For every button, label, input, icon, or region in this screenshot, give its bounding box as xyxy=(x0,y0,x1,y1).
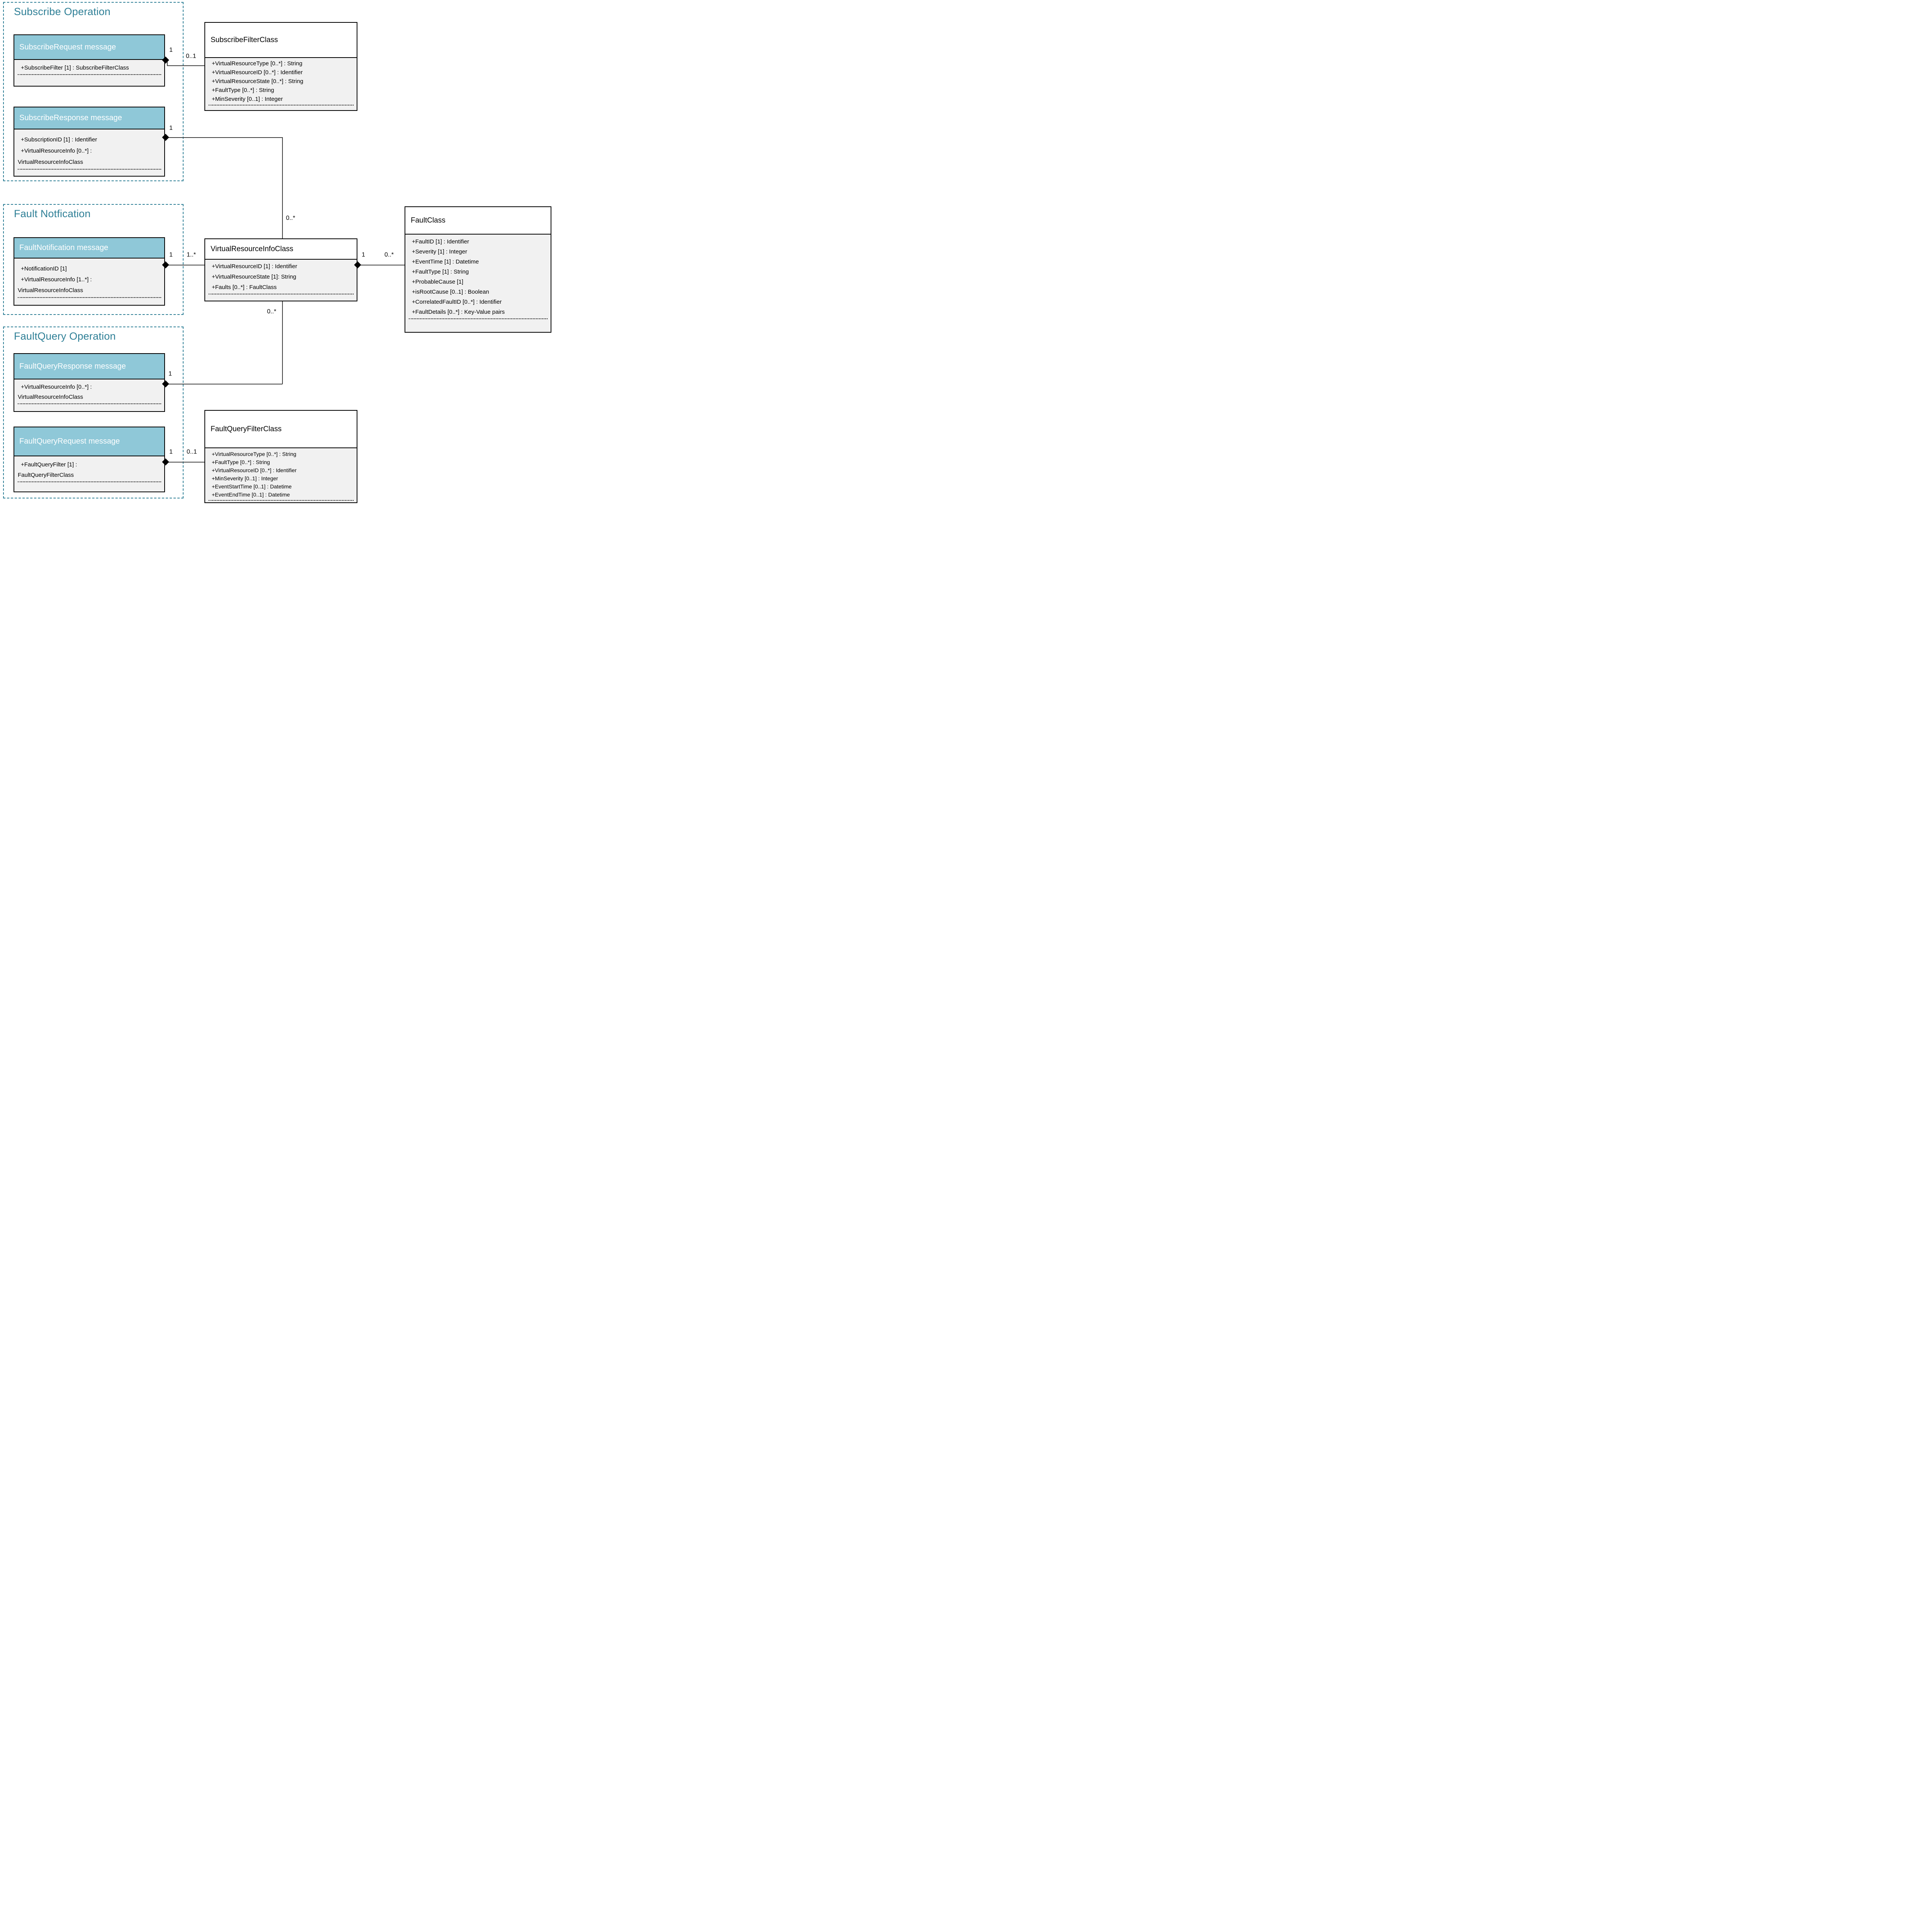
subscribe-filter-class-box: SubscribeFilterClass +VirtualResourceTyp… xyxy=(204,22,357,111)
attribute-separator xyxy=(18,169,161,170)
attribute: +MinSeverity [0..1] : Integer xyxy=(212,475,278,481)
box-title: SubscribeRequest message xyxy=(19,43,116,51)
subscribe-response-header: SubscribeResponse message xyxy=(14,107,164,129)
attribute: +VirtualResourceID [0..*] : Identifier xyxy=(212,467,297,473)
attribute-separator xyxy=(209,500,354,501)
subscribe-request-message-box: SubscribeRequest message +SubscribeFilte… xyxy=(14,34,165,87)
group-title-fault-notification: Fault Notfication xyxy=(14,208,91,219)
attribute: +isRootCause [0..1] : Boolean xyxy=(412,289,489,295)
attribute-separator xyxy=(18,297,161,298)
multiplicity-label: 0..* xyxy=(384,252,394,258)
multiplicity-label: 1 xyxy=(169,449,173,455)
attribute: +EventStartTime [0..1] : Datetime xyxy=(212,483,292,490)
attribute: +FaultType [0..*] : String xyxy=(212,87,274,94)
multiplicity-label: 0..1 xyxy=(186,53,196,60)
fault-class-box: FaultClass +FaultID [1] : Identifier +Se… xyxy=(405,206,551,333)
attribute-separator xyxy=(18,74,161,75)
box-title: FaultQueryResponse message xyxy=(19,362,126,371)
attribute: +VirtualResourceInfo [1..*] : xyxy=(21,276,92,283)
attribute: +VirtualResourceID [1] : Identifier xyxy=(212,263,298,270)
attribute: +FaultID [1] : Identifier xyxy=(412,238,469,245)
attribute: +EventTime [1] : Datetime xyxy=(412,259,479,265)
multiplicity-label: 1 xyxy=(169,125,173,131)
subscribe-request-header: SubscribeRequest message xyxy=(14,35,164,60)
box-title: SubscribeFilterClass xyxy=(211,36,278,44)
group-subscribe-operation: Subscribe Operation xyxy=(3,2,184,181)
attribute: FaultQueryFilterClass xyxy=(18,472,74,478)
attribute: +MinSeverity [0..1] : Integer xyxy=(212,96,283,102)
fault-notification-message-box: FaultNotification message +NotificationI… xyxy=(14,237,165,306)
attribute: +VirtualResourceType [0..*] : String xyxy=(212,60,303,67)
attribute-separator xyxy=(18,403,161,404)
multiplicity-label: 1 xyxy=(169,252,173,258)
attribute: +SubscriptionID [1] : Identifier xyxy=(21,136,97,143)
multiplicity-label: 1 xyxy=(169,47,173,53)
multiplicity-label: 0..1 xyxy=(187,449,197,455)
connector-line xyxy=(167,137,282,138)
virtual-resource-info-class-title: VirtualResourceInfoClass xyxy=(205,239,357,260)
multiplicity-label: 0..* xyxy=(267,308,277,315)
attribute: +VirtualResourceType [0..*] : String xyxy=(212,451,296,457)
connector-line xyxy=(282,137,283,238)
attribute: +Severity [1] : Integer xyxy=(412,248,467,255)
connector-line xyxy=(282,301,283,384)
attribute-separator xyxy=(18,481,161,482)
virtual-resource-info-class-box: VirtualResourceInfoClass +VirtualResourc… xyxy=(204,238,357,301)
box-title: FaultNotification message xyxy=(19,243,109,252)
attribute: +Faults [0..*] : FaultClass xyxy=(212,284,277,291)
connector-line xyxy=(167,65,204,66)
attribute: +CorrelatedFaultID [0..*] : Identifier xyxy=(412,299,502,305)
group-faultquery-operation: FaultQuery Operation xyxy=(3,327,184,498)
attribute-separator xyxy=(409,318,548,319)
box-title: FaultQueryRequest message xyxy=(19,437,120,446)
subscribe-filter-class-title: SubscribeFilterClass xyxy=(205,23,357,58)
attribute: +VirtualResourceInfo [0..*] : xyxy=(21,148,92,154)
attribute: +VirtualResourceState [1]: String xyxy=(212,274,296,280)
attribute: +FaultDetails [0..*] : Key-Value pairs xyxy=(412,309,505,315)
attribute: +NotificationID [1] xyxy=(21,265,67,272)
group-title-faultquery-operation: FaultQuery Operation xyxy=(14,330,116,342)
attribute: VirtualResourceInfoClass xyxy=(18,159,83,165)
attribute: +VirtualResourceState [0..*] : String xyxy=(212,78,303,85)
attribute: VirtualResourceInfoClass xyxy=(18,394,83,400)
attribute: +FaultType [0..*] : String xyxy=(212,459,270,465)
box-title: FaultClass xyxy=(411,216,446,224)
attribute: +VirtualResourceInfo [0..*] : xyxy=(21,384,92,390)
connector-line xyxy=(167,462,204,463)
group-title-subscribe-operation: Subscribe Operation xyxy=(14,6,111,17)
box-title: SubscribeResponse message xyxy=(19,114,122,122)
fault-notification-header: FaultNotification message xyxy=(14,238,164,259)
fault-class-title: FaultClass xyxy=(405,207,551,235)
multiplicity-label: 1 xyxy=(168,371,172,377)
attribute: +FaultType [1] : String xyxy=(412,269,469,275)
attribute: +EventEndTime [0..1] : Datetime xyxy=(212,492,290,498)
box-title: FaultQueryFilterClass xyxy=(211,425,282,433)
subscribe-response-message-box: SubscribeResponse message +SubscriptionI… xyxy=(14,107,165,177)
attribute: +VirtualResourceID [0..*] : Identifier xyxy=(212,69,303,76)
faultquery-request-message-box: FaultQueryRequest message +FaultQueryFil… xyxy=(14,427,165,492)
box-title: VirtualResourceInfoClass xyxy=(211,245,294,253)
faultquery-request-header: FaultQueryRequest message xyxy=(14,427,164,456)
faultquery-filter-class-title: FaultQueryFilterClass xyxy=(205,411,357,448)
faultquery-response-header: FaultQueryResponse message xyxy=(14,354,164,379)
faultquery-response-message-box: FaultQueryResponse message +VirtualResou… xyxy=(14,353,165,412)
multiplicity-label: 1 xyxy=(362,252,365,258)
attribute: +FaultQueryFilter [1] : xyxy=(21,461,77,468)
attribute: +ProbableCause [1] xyxy=(412,279,464,285)
group-fault-notification: Fault Notfication xyxy=(3,204,184,315)
multiplicity-label: 0..* xyxy=(286,215,296,221)
attribute: VirtualResourceInfoClass xyxy=(18,287,83,294)
multiplicity-label: 1..* xyxy=(187,252,196,258)
faultquery-filter-class-box: FaultQueryFilterClass +VirtualResourceTy… xyxy=(204,410,357,503)
connector-line xyxy=(167,61,168,66)
uml-class-diagram: Subscribe Operation Fault Notfication Fa… xyxy=(0,0,554,507)
attribute: +SubscribeFilter [1] : SubscribeFilterCl… xyxy=(21,65,129,71)
